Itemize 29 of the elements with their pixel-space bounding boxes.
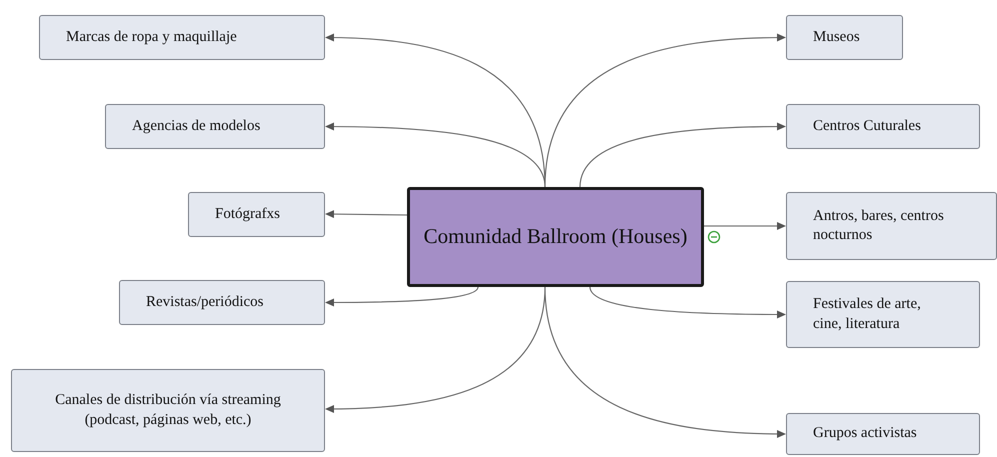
topic-text: Comunidad Ballroom (Houses) — [424, 223, 688, 250]
topic-text: Grupos activistas — [813, 424, 917, 444]
topic-box — [786, 104, 980, 149]
arrow — [325, 286, 478, 306]
topic-box — [39, 15, 325, 60]
arrow — [704, 222, 786, 230]
arrow — [544, 286, 786, 438]
topic-box — [786, 192, 997, 260]
topic-text: Agencias de modelos — [132, 116, 260, 136]
arrow — [325, 210, 407, 218]
topic-text: Revistas/periódicos — [146, 292, 264, 312]
topic-text: Centros Cuturales — [813, 116, 921, 136]
topic-text: Canales de distribución vía streaming (podcast, páginas web, etc.) — [54, 391, 282, 430]
topic-box — [188, 192, 325, 237]
topic-box — [11, 369, 325, 452]
topic-text: Museos — [813, 28, 860, 47]
topic-text: Fotógrafxs — [215, 204, 280, 224]
topic-text: Festivales de arte, cine, literatura — [813, 295, 922, 334]
topic-box — [786, 413, 980, 455]
arrow — [589, 286, 786, 318]
topic-box — [786, 15, 903, 60]
topic-box — [105, 104, 325, 149]
arrow — [544, 34, 786, 188]
topic-box — [786, 281, 980, 348]
central-topic-box — [407, 187, 704, 287]
topic-text: Marcas de ropa y maquillaje — [66, 28, 237, 47]
arrow — [579, 122, 786, 188]
topic-text: Antros, bares, centros nocturnos — [813, 206, 945, 245]
topic-box — [119, 280, 325, 325]
